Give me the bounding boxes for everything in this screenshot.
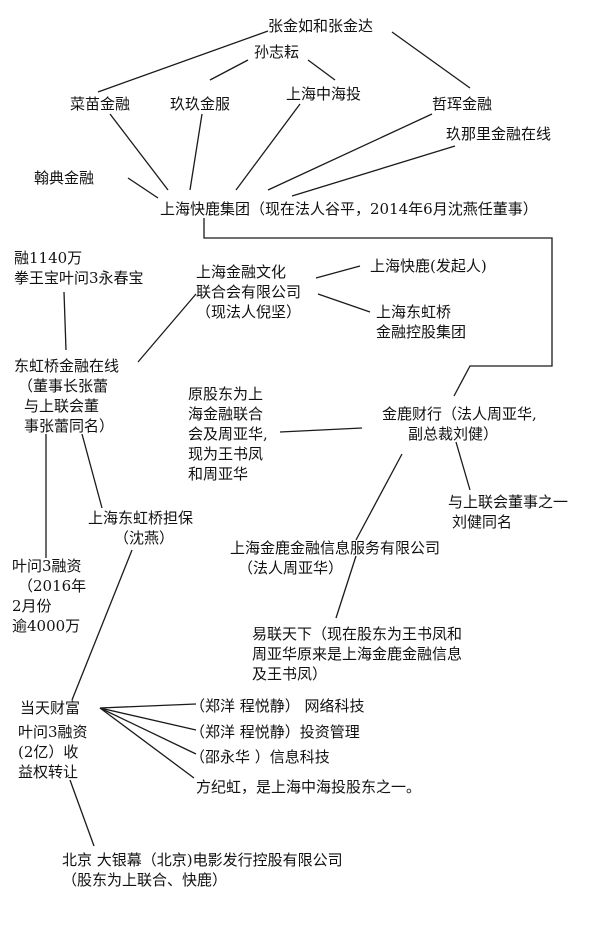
edge-wenhua-kuailu-fq [315,265,361,279]
node-ye3-2yi: 叶问3融资 (2亿）收 益权转让 [18,723,88,781]
node-wangluo: （郑洋 程悦静） 网络科技 [190,697,365,715]
edge-yuan-jinlu [279,427,363,433]
node-zhehui: 哲珲金融 [432,95,493,113]
node-jinlu: 金鹿财行（法人周亚华, 副总裁刘健） [382,405,537,443]
node-dangtian: 当天财富 [20,699,81,717]
node-yilian: 易联天下（现在股东为王书凤和 周亚华原来是上海金鹿金融信息 及王书凤） [252,625,463,683]
edge-dangtian-xinxi [99,707,197,755]
edge-jiujiu-kuailu [189,113,203,191]
node-rong1140: 融1140万 拳王宝叶问3永春宝 [14,249,144,287]
edge-jinlu-info [355,453,403,541]
node-xinxi: （邵永华 ）信息科技 [190,748,330,766]
node-wenhua: 上海金融文化 联合会有限公司 （现法人倪坚） [196,263,302,321]
edge-jinlu-liujian [455,441,471,491]
node-sun: 孙志耘 [254,43,300,61]
node-ye3: 叶问3融资 （2016年 2月份 逾4000万 [12,557,87,635]
edge-info-yilian [335,555,357,619]
node-dhq-group: 上海东虹桥 金融控股集团 [376,303,467,341]
node-handian: 翰典金融 [34,169,95,187]
node-zhonghai: 上海中海投 [286,85,362,103]
edge-dangtian-touzi [99,707,197,731]
node-jiunali: 玖那里金融在线 [446,125,552,143]
edge-zhang-caimiao [97,30,269,93]
node-liujian: 与上联会董事之一 刘健同名 [448,493,569,531]
edge-kuailu-jinlu [203,218,553,397]
edge-zhehui-kuailu [267,113,433,191]
edge-sun-jiujiu [209,59,249,81]
edge-dangtian-wangluo [99,703,197,709]
node-caimiao: 菜苗金融 [70,95,131,113]
node-kuailu: 上海快鹿集团（现在法人谷平，2014年6月沈燕任董事） [160,200,538,218]
node-beijing: 北京 大银幕（北京)电影发行控股有限公司 （股东为上联合、快鹿） [62,851,343,889]
edge-ye3-beijing [69,779,95,847]
edge-handian-kuailu [127,177,159,199]
edge-rong-dhq-online [63,291,67,351]
node-dhq-online: 东虹桥金融在线 （董事长张蕾 与上联会董 事张蕾同名） [14,357,120,435]
edge-wenhua-dhq-group [317,293,371,313]
edge-dhq-online-danbao [81,433,103,509]
edge-dangtian-fangjihong [99,707,195,779]
node-zhang: 张金如和张金达 [268,17,374,35]
edge-zhang-zhehui [391,31,471,89]
node-fangjihong: 方纪虹，是上海中海投股东之一。 [196,778,422,796]
edge-caimiao-kuailu [109,113,169,191]
edge-wenhua-dhq-online [137,293,197,363]
edge-zhonghai-kuailu [235,103,301,191]
node-yuan-gudong: 原股东为上 海金融联合 会及周亚华, 现为王书凤 和周亚华 [188,385,268,483]
node-jinlu-info: 上海金鹿金融信息服务有限公司 （法人周亚华） [230,539,441,577]
edge-jiunali-kuailu [291,145,456,197]
node-dhq-danbao: 上海东虹桥担保 （沈燕） [88,509,194,547]
edge-sun-zhonghai [307,59,336,81]
node-jiujiu: 玖玖金服 [170,95,231,113]
edge-danbao-dangtian [71,549,133,701]
node-kuailu-faqiren: 上海快鹿(发起人) [370,257,487,275]
node-touzi: （郑洋 程悦静）投资管理 [190,723,360,741]
